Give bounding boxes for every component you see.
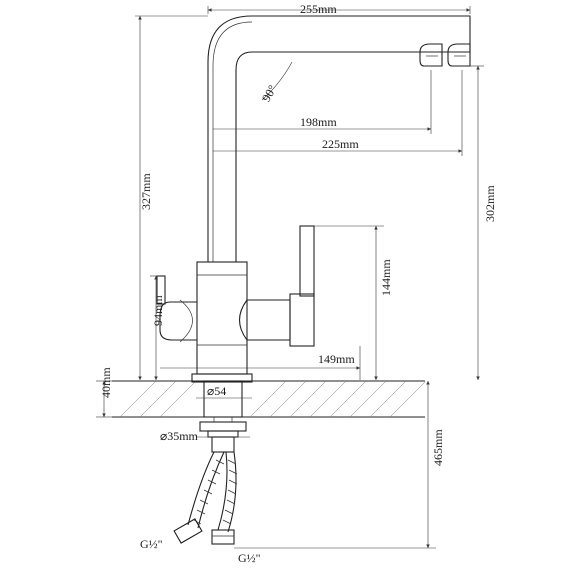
right-lever	[299, 225, 315, 297]
label-thread-left: G½"	[140, 537, 163, 551]
right-handle	[238, 299, 291, 341]
spout-outlet-left	[419, 43, 443, 67]
faucet-body	[156, 15, 471, 383]
label-hose-length: 465mm	[431, 429, 445, 466]
spout-outlet-right	[447, 43, 471, 67]
fitting-left	[173, 518, 203, 544]
label-spout-height: 302mm	[483, 185, 497, 222]
label-body-height: 94mm	[151, 295, 165, 326]
label-thread-right: G½"	[238, 551, 261, 565]
label-shank-diameter: ⌀35mm	[160, 429, 199, 443]
label-base-diameter: ⌀54	[207, 384, 226, 398]
base-ring	[191, 373, 253, 383]
label-spout-angle: 90°	[259, 82, 280, 104]
hose-left	[187, 451, 215, 526]
shank	[211, 436, 235, 453]
label-inner-reach-2: 225mm	[322, 137, 359, 151]
label-worktop-thickness: 40mm	[99, 367, 113, 398]
left-lever	[159, 301, 197, 341]
base-cutout	[203, 380, 243, 418]
spout	[207, 15, 471, 262]
label-inner-reach-1: 198mm	[300, 115, 337, 129]
label-spout-reach: 255mm	[300, 2, 337, 16]
fitting-right	[211, 529, 235, 545]
worktop	[112, 380, 426, 418]
dimension-lines	[96, 6, 484, 549]
label-lever-reach: 149mm	[318, 352, 355, 366]
shank-nut	[199, 421, 247, 432]
label-total-height: 327mm	[139, 173, 153, 210]
worktop-hatching	[119, 380, 426, 418]
hose-right	[217, 451, 228, 531]
under-counter	[173, 380, 247, 545]
dimension-labels: 255mm 90° 198mm 225mm 327mm 302mm 144mm …	[99, 2, 497, 565]
label-handle-height: 144mm	[379, 259, 393, 296]
